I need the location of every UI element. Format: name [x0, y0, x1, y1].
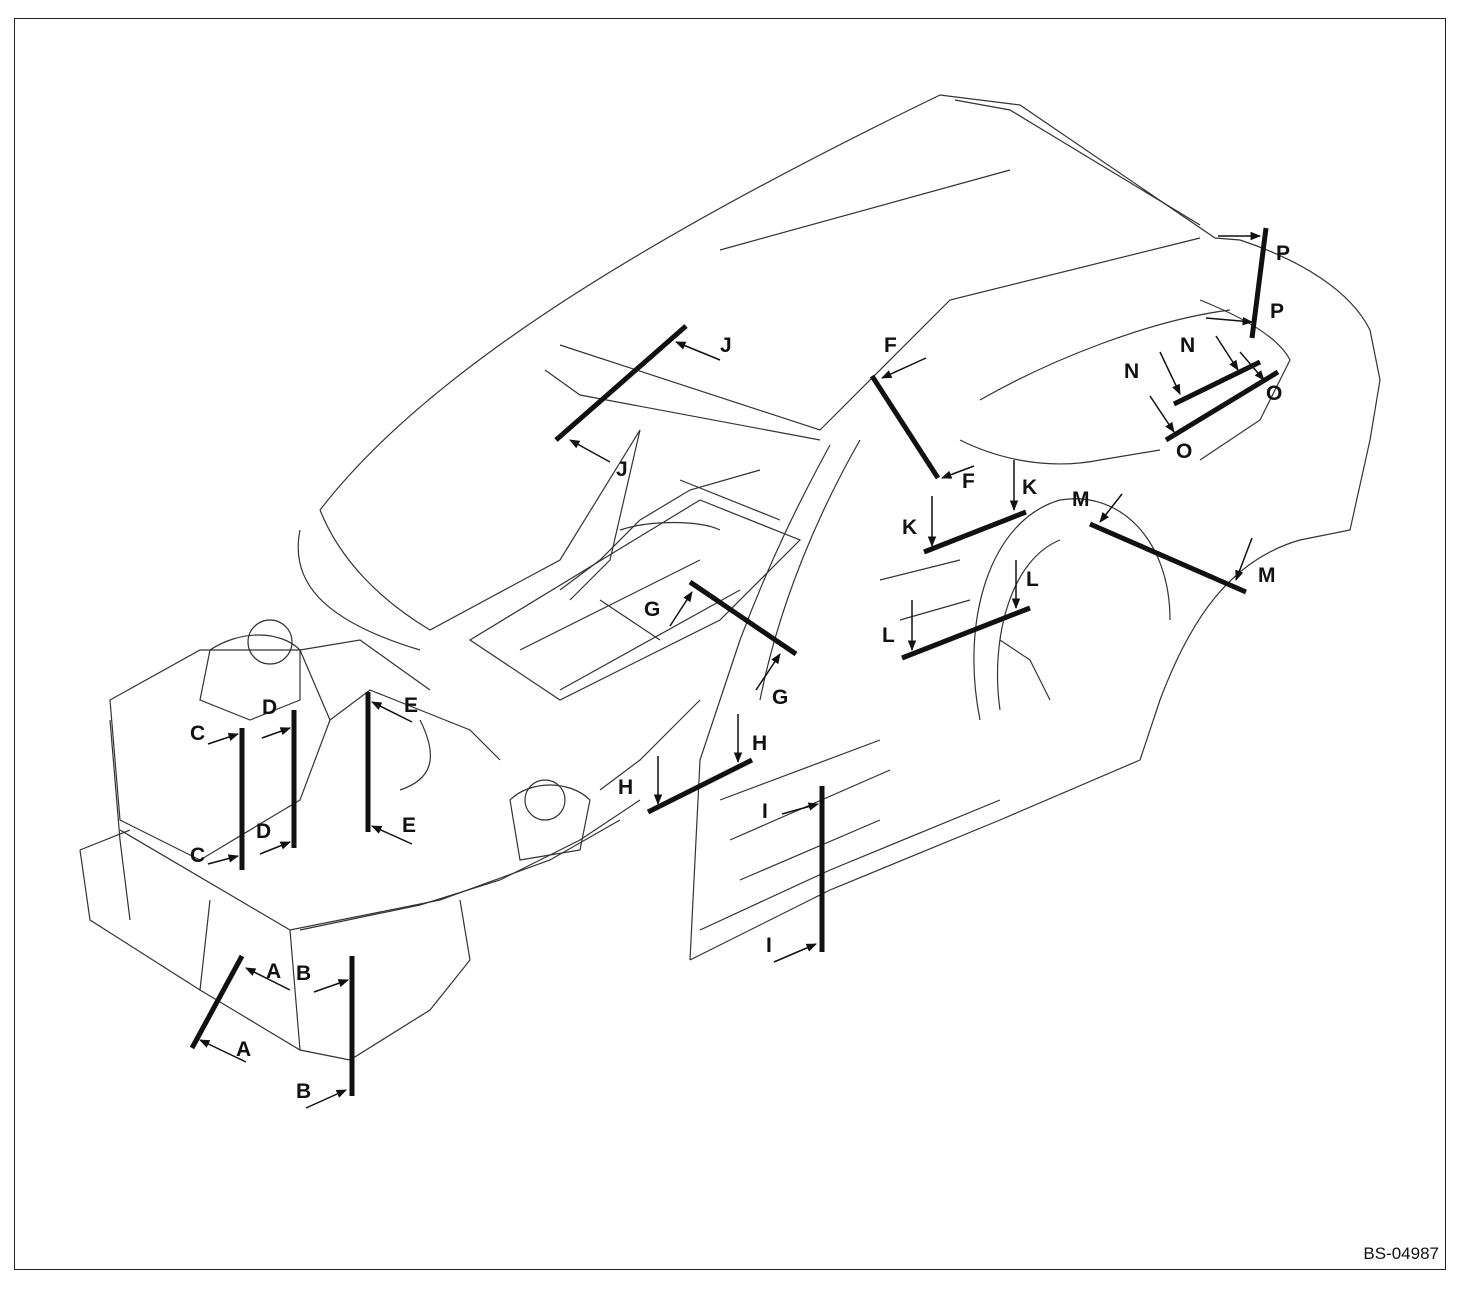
- label-k-left: K: [902, 516, 917, 539]
- section-line-f: [869, 374, 941, 480]
- label-e-lower: E: [402, 814, 416, 837]
- label-p-lower: P: [1270, 300, 1284, 323]
- section-line-o: [1164, 369, 1280, 443]
- section-arrow-a-lower: [199, 1039, 247, 1063]
- diagram-frame: [14, 18, 1446, 1270]
- label-c-upper: C: [190, 722, 205, 745]
- section-line-k: [923, 509, 1027, 555]
- label-d-lower: D: [256, 820, 271, 843]
- front-side-member: [119, 819, 621, 931]
- label-f-lower: F: [962, 470, 975, 493]
- label-n-right: N: [1180, 334, 1195, 357]
- label-h-right: H: [752, 732, 767, 755]
- label-l-left: L: [882, 624, 895, 647]
- side-sill: [689, 759, 1141, 961]
- section-line-p: [1249, 227, 1269, 339]
- roof-inner: [559, 237, 1201, 431]
- section-arrow-c-lower: [207, 854, 240, 865]
- section-arrow-g-lower: [755, 653, 781, 691]
- figure-code: BS-04987: [1363, 1244, 1439, 1263]
- section-labels: A A B B C C D D E E F F G G H H I I J J …: [190, 242, 1290, 1103]
- label-d-upper: D: [262, 696, 277, 719]
- section-arrow-e-lower: [371, 825, 413, 845]
- label-b-upper: B: [296, 962, 311, 985]
- section-arrow-e-upper: [371, 701, 413, 723]
- label-l-right: L: [1026, 568, 1039, 591]
- section-arrow-j-upper: [675, 341, 721, 361]
- section-line-g: [688, 579, 798, 657]
- rear-wheel-arch: [973, 498, 1171, 721]
- label-e-upper: E: [404, 694, 418, 717]
- label-g-lower: G: [772, 686, 788, 709]
- section-markers: [189, 227, 1280, 1109]
- section-arrow-g-upper: [669, 591, 693, 627]
- section-line-n: [1172, 359, 1262, 407]
- section-arrow-a-upper: [245, 967, 291, 991]
- section-arrow-o-left: [1149, 395, 1175, 433]
- radiator-support: [109, 719, 131, 921]
- label-i-upper: I: [762, 800, 768, 823]
- roof-panel-line: [719, 169, 1011, 251]
- label-o-right: O: [1266, 382, 1282, 405]
- section-arrow-f-lower: [941, 465, 975, 479]
- section-arrow-b-lower: [305, 1089, 347, 1109]
- label-f-upper: F: [884, 334, 897, 357]
- label-p-upper: P: [1276, 242, 1290, 265]
- label-i-lower: I: [766, 934, 772, 957]
- b-pillar: [689, 444, 831, 961]
- section-arrow-f-upper: [881, 357, 927, 379]
- a-pillar: [319, 429, 641, 631]
- section-arrow-p-lower: [1205, 316, 1254, 326]
- label-h-left: H: [618, 776, 633, 799]
- section-arrow-o-right: [1239, 351, 1265, 381]
- section-arrow-m-right: [1235, 537, 1253, 581]
- section-arrow-i-upper: [781, 802, 820, 815]
- section-arrow-j-lower: [569, 439, 611, 463]
- front-strut-tower-left: [199, 634, 301, 721]
- section-line-h: [646, 757, 754, 815]
- label-k-right: K: [1022, 476, 1037, 499]
- rear-quarter: [1139, 239, 1381, 761]
- section-arrow-d-lower: [259, 841, 291, 855]
- section-arrow-i-lower: [773, 943, 817, 963]
- front-strut-tower-right: [509, 784, 591, 861]
- section-line-m: [1089, 521, 1247, 595]
- label-g-upper: G: [644, 598, 660, 621]
- roof-outline: [319, 94, 1241, 511]
- section-arrow-d-upper: [261, 727, 291, 739]
- section-arrow-b-upper: [313, 979, 349, 993]
- section-arrow-m-left: [1099, 493, 1123, 523]
- front-apron-left: [109, 649, 331, 861]
- section-line-j: [554, 324, 688, 442]
- label-j-lower: J: [616, 458, 628, 481]
- section-arrow-c-upper: [207, 733, 239, 745]
- label-m-left: M: [1072, 488, 1090, 511]
- section-line-a: [189, 954, 245, 1050]
- label-a-upper: A: [266, 960, 281, 983]
- label-b-lower: B: [296, 1080, 311, 1103]
- label-a-lower: A: [236, 1038, 251, 1061]
- section-arrow-n-right: [1215, 335, 1239, 371]
- label-c-lower: C: [190, 844, 205, 867]
- label-n-left: N: [1124, 360, 1139, 383]
- label-j-upper: J: [720, 334, 732, 357]
- label-m-right: M: [1258, 564, 1276, 587]
- label-o-left: O: [1176, 440, 1192, 463]
- floor-panel: [468, 499, 802, 701]
- car-body-outline: [79, 94, 1381, 1061]
- section-line-l: [901, 605, 1031, 661]
- section-arrow-n-left: [1159, 351, 1181, 395]
